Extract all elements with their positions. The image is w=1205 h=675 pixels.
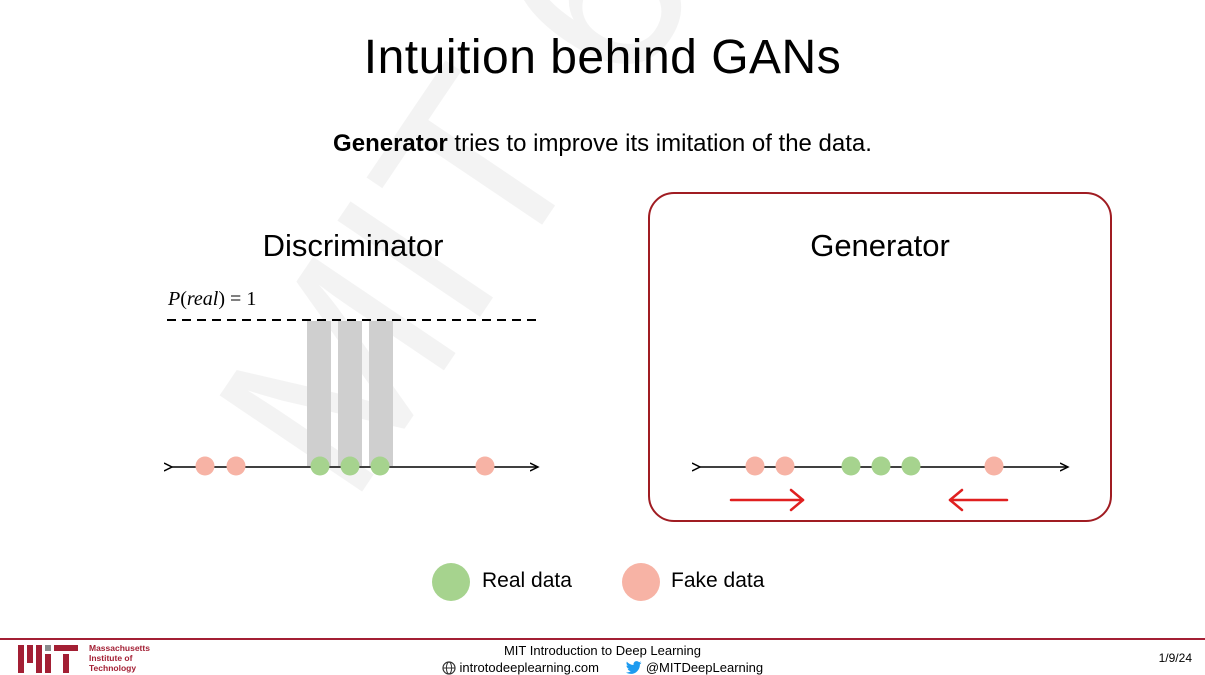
real-point	[370, 456, 390, 476]
generator-panel	[648, 192, 1112, 522]
twitter-icon	[626, 661, 642, 674]
course-title: MIT Introduction to Deep Learning	[503, 643, 702, 658]
arrow-left-icon	[948, 488, 1009, 512]
mit-wordmark: Massachusetts Institute of Technology	[89, 643, 150, 673]
real-point	[871, 456, 891, 476]
twitter-handle[interactable]: @MITDeepLearning	[645, 660, 764, 675]
footer-center: MIT Introduction to Deep Learning introt…	[0, 643, 1205, 675]
prob-arg: real	[186, 288, 219, 310]
real-point	[901, 456, 921, 476]
fake-point	[475, 456, 495, 476]
mit-logo-icon	[18, 645, 78, 673]
slide-date: 1/9/24	[1158, 651, 1192, 665]
legend-fake-swatch	[622, 563, 660, 601]
discriminator-label: Discriminator	[262, 228, 444, 263]
fake-point	[984, 456, 1004, 476]
prob-func: P	[168, 288, 181, 310]
legend-fake-label: Fake data	[671, 569, 765, 592]
institution-line-2: Institute of	[89, 653, 133, 663]
discriminator-bar	[338, 321, 362, 466]
legend-real-swatch	[432, 563, 470, 601]
legend-real-label: Real data	[482, 569, 572, 592]
prob-value: = 1	[230, 288, 257, 310]
subtitle-rest: tries to improve its imitation of the da…	[447, 130, 872, 157]
generator-label: Generator	[810, 228, 950, 263]
globe-icon	[442, 660, 456, 675]
real-point	[340, 456, 360, 476]
discriminator-bar	[307, 321, 331, 466]
fake-point	[745, 456, 765, 476]
real-point	[841, 456, 861, 476]
subtitle-bold: Generator	[333, 130, 448, 157]
legend: Real data Fake data	[0, 561, 1205, 603]
slide-subtitle: Generator tries to improve its imitation…	[0, 130, 1205, 158]
fake-point	[195, 456, 215, 476]
probability-label: P(real) = 1	[168, 288, 257, 310]
footer-links: introtodeeplearning.com @MITDeepLearning	[0, 659, 1205, 675]
institution-line-1: Massachusetts	[89, 643, 150, 653]
real-point	[310, 456, 330, 476]
slide-title: Intuition behind GANs	[363, 31, 842, 84]
discriminator-bar	[369, 321, 393, 466]
footer-divider	[0, 638, 1205, 640]
fake-point	[775, 456, 795, 476]
arrow-right-icon	[729, 488, 805, 512]
fake-point	[226, 456, 246, 476]
institution-line-3: Technology	[89, 663, 137, 673]
website-link[interactable]: introtodeeplearning.com	[459, 660, 599, 675]
